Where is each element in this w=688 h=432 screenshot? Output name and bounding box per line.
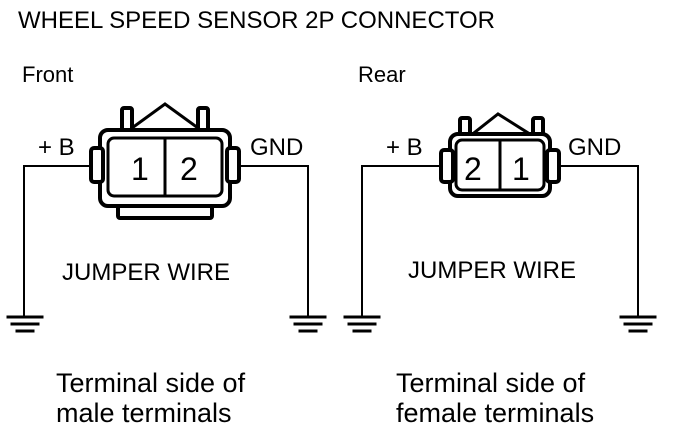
rear-jumper-wire-right (553, 165, 639, 316)
front-ground-left-icon (6, 315, 44, 333)
rear-caption-line2: female terminals (396, 398, 594, 428)
front-pin-right: 2 (180, 151, 198, 187)
front-jumper-wire-left (23, 165, 94, 316)
rear-caption-line1: Terminal side of (396, 368, 586, 398)
front-jumper-wire-right (235, 165, 309, 316)
front-jumper-label: JUMPER WIRE (62, 259, 230, 286)
rear-label: Rear (358, 62, 406, 87)
rear-section: Rear + B GND 2 1 JUMPER WIRE Termi (343, 62, 657, 428)
front-section: Front + B GND (6, 62, 327, 428)
rear-ground-left-icon (343, 315, 381, 333)
rear-gnd-label: GND (568, 134, 621, 161)
rear-jumper-wire-left (361, 165, 443, 316)
rear-connector-icon (439, 112, 561, 198)
front-label: Front (22, 62, 73, 87)
rear-ground-right-icon (619, 315, 657, 333)
front-ground-right-icon (289, 315, 327, 333)
rear-jumper-label: JUMPER WIRE (408, 257, 576, 284)
front-connector-icon (89, 102, 241, 220)
diagram-title: WHEEL SPEED SENSOR 2P CONNECTOR (18, 7, 495, 34)
front-caption-line1: Terminal side of (56, 368, 246, 398)
front-caption-line2: male terminals (56, 398, 232, 428)
front-gnd-label: GND (250, 134, 303, 161)
rear-plus-b-label: + B (386, 134, 423, 161)
rear-pin-right: 1 (512, 151, 530, 187)
front-plus-b-label: + B (38, 134, 75, 161)
rear-pin-left: 2 (464, 151, 482, 187)
front-pin-left: 1 (131, 151, 149, 187)
